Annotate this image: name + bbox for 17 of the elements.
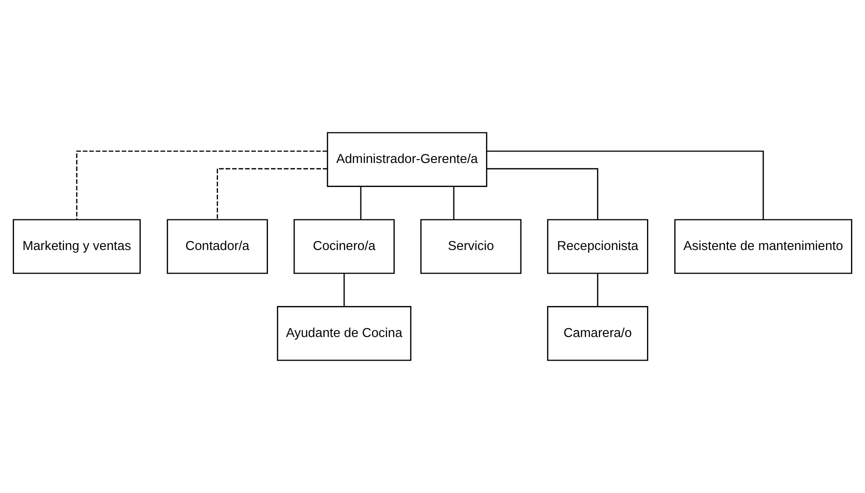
connector <box>216 168 328 220</box>
connector <box>344 274 345 306</box>
node-box: Contador/a <box>166 219 268 274</box>
node-box: Recepcionista <box>547 219 648 274</box>
node-box: Ayudante de Cocina <box>276 306 412 361</box>
node-box: Cocinero/a <box>294 219 395 274</box>
connector <box>597 274 598 306</box>
connector <box>486 168 598 220</box>
node-box: Camarera/o <box>547 306 648 361</box>
connector <box>360 186 362 220</box>
connector <box>453 186 454 220</box>
node-box: Administrador-Gerente/a <box>326 132 488 187</box>
connector <box>487 150 764 220</box>
node-box: Servicio <box>420 219 522 274</box>
connector <box>76 150 328 220</box>
node-box: Asistente de mantenimiento <box>674 219 852 274</box>
node-box: Marketing y ventas <box>12 219 141 274</box>
